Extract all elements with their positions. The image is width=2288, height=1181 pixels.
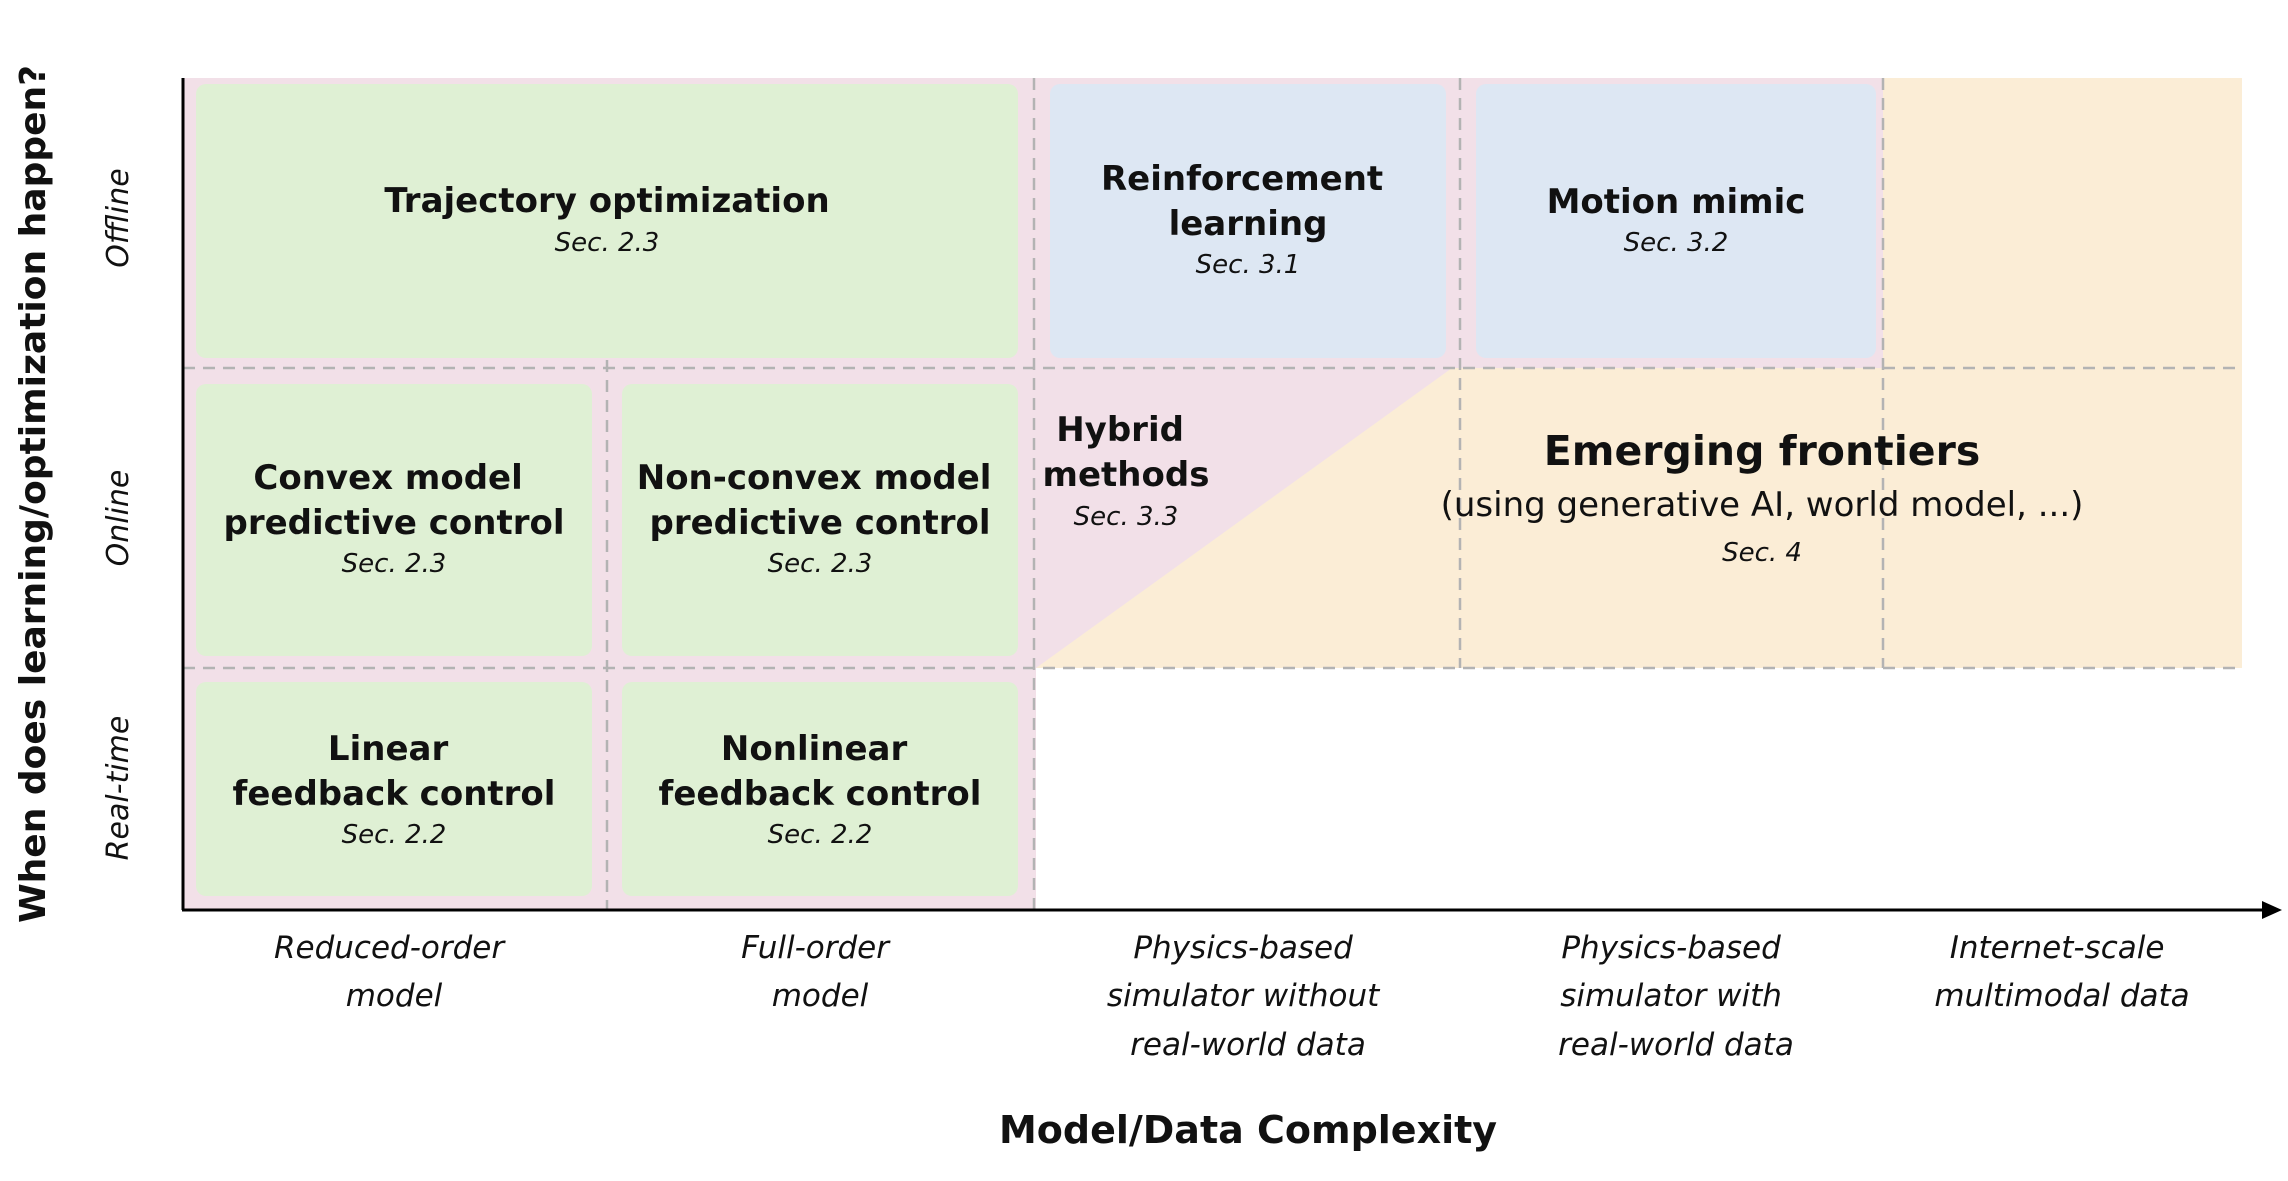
emerging-sec: Sec. 4 [1722, 538, 1802, 568]
nonlinear-box [622, 682, 1018, 896]
motion-sec: Sec. 3.2 [1624, 228, 1729, 258]
trajectory-sec: Sec. 2.3 [555, 228, 660, 258]
x-axis-arrowhead [2262, 901, 2282, 919]
column-label-reduced-order: Reduced-order model [274, 930, 514, 1014]
convex-box [196, 384, 592, 656]
column-label-sim-without-real: Physics-based simulator without real-wor… [1107, 930, 1389, 1063]
rl-sec: Sec. 3.1 [1196, 250, 1301, 280]
row-label-online: Online [101, 470, 136, 567]
linear-title: Linear feedback control [233, 729, 556, 814]
column-label-full-order: Full-order model [741, 930, 899, 1014]
rl-box [1050, 84, 1446, 358]
orange-region-offline [1883, 78, 2242, 368]
motion-title: Motion mimic [1547, 182, 1806, 222]
column-label-internet-scale: Internet-scale multimodal data [1934, 930, 2189, 1014]
emerging-title: Emerging frontiers [1544, 427, 1980, 475]
convex-sec: Sec. 2.3 [342, 549, 447, 579]
hybrid-sec: Sec. 3.3 [1074, 502, 1179, 532]
emerging-subtitle: (using generative AI, world model, ...) [1441, 485, 2084, 525]
trajectory-title: Trajectory optimization [384, 181, 829, 221]
rl-title: Reinforcement learning [1101, 159, 1395, 244]
linear-box [196, 682, 592, 896]
nonconvex-sec: Sec. 2.3 [768, 549, 873, 579]
motion-box [1476, 84, 1876, 358]
x-axis-title: Model/Data Complexity [999, 1108, 1497, 1152]
row-label-offline: Offline [101, 168, 136, 267]
nonlinear-title: Nonlinear feedback control [659, 729, 982, 814]
white-region-realtime [1036, 668, 2242, 910]
dashed-grid [183, 78, 2242, 910]
linear-sec: Sec. 2.2 [342, 820, 447, 850]
trajectory-box [196, 84, 1018, 358]
orange-region-online [1036, 368, 2242, 668]
nonconvex-title: Non-convex model predictive control [637, 458, 1004, 543]
hybrid-title: Hybrid methods [1043, 410, 1210, 495]
column-label-sim-with-real: Physics-based simulator with real-world … [1558, 930, 1794, 1063]
nonconvex-box [622, 384, 1018, 656]
row-label-realtime: Real-time [101, 716, 136, 861]
convex-title: Convex model predictive control [223, 458, 564, 543]
y-axis-title: When does learning/optimization happen? [13, 65, 54, 923]
nonlinear-sec: Sec. 2.2 [768, 820, 873, 850]
